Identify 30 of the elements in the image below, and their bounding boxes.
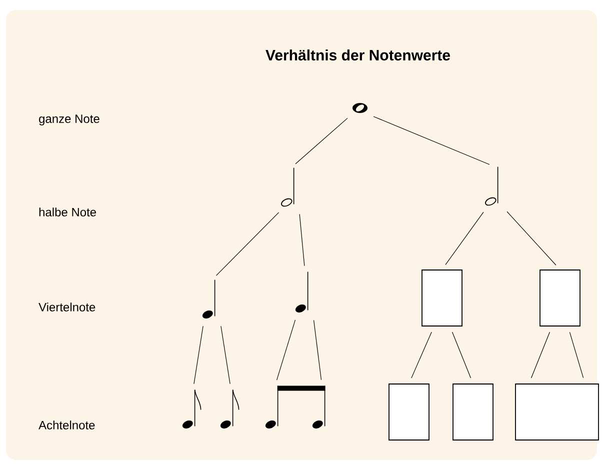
answer-box: [540, 270, 580, 326]
connector-line: [276, 320, 296, 380]
row-label: halbe Note: [39, 208, 96, 216]
title: Verhältnis der Notenwerte: [266, 50, 450, 60]
row-label: Viertelnote: [38, 302, 96, 312]
answer-box: [515, 384, 599, 440]
connector-line: [569, 332, 584, 378]
note-drawing: [295, 271, 308, 312]
answer-box: [422, 270, 462, 326]
connector-line: [295, 118, 348, 164]
note-drawing: [281, 167, 294, 207]
connector-line: [452, 332, 472, 378]
connector-line: [313, 320, 322, 380]
note-drawing: [182, 389, 202, 428]
connector-line: [445, 212, 484, 265]
connector-line: [216, 212, 280, 276]
answer-box: [452, 384, 494, 440]
connector-line: [220, 326, 230, 384]
note-drawing: [485, 166, 498, 206]
connector-line: [411, 332, 432, 378]
answer-box: [388, 384, 430, 440]
note-drawing: [220, 389, 240, 428]
connector-line: [530, 332, 550, 378]
connector-line: [299, 214, 305, 266]
row-label: ganze Note: [39, 114, 100, 126]
connector-line: [194, 326, 204, 384]
connector-line: [506, 211, 556, 266]
row-label: Achtelnote: [38, 420, 95, 430]
connector-line: [373, 116, 490, 165]
note-drawing: [202, 279, 216, 318]
